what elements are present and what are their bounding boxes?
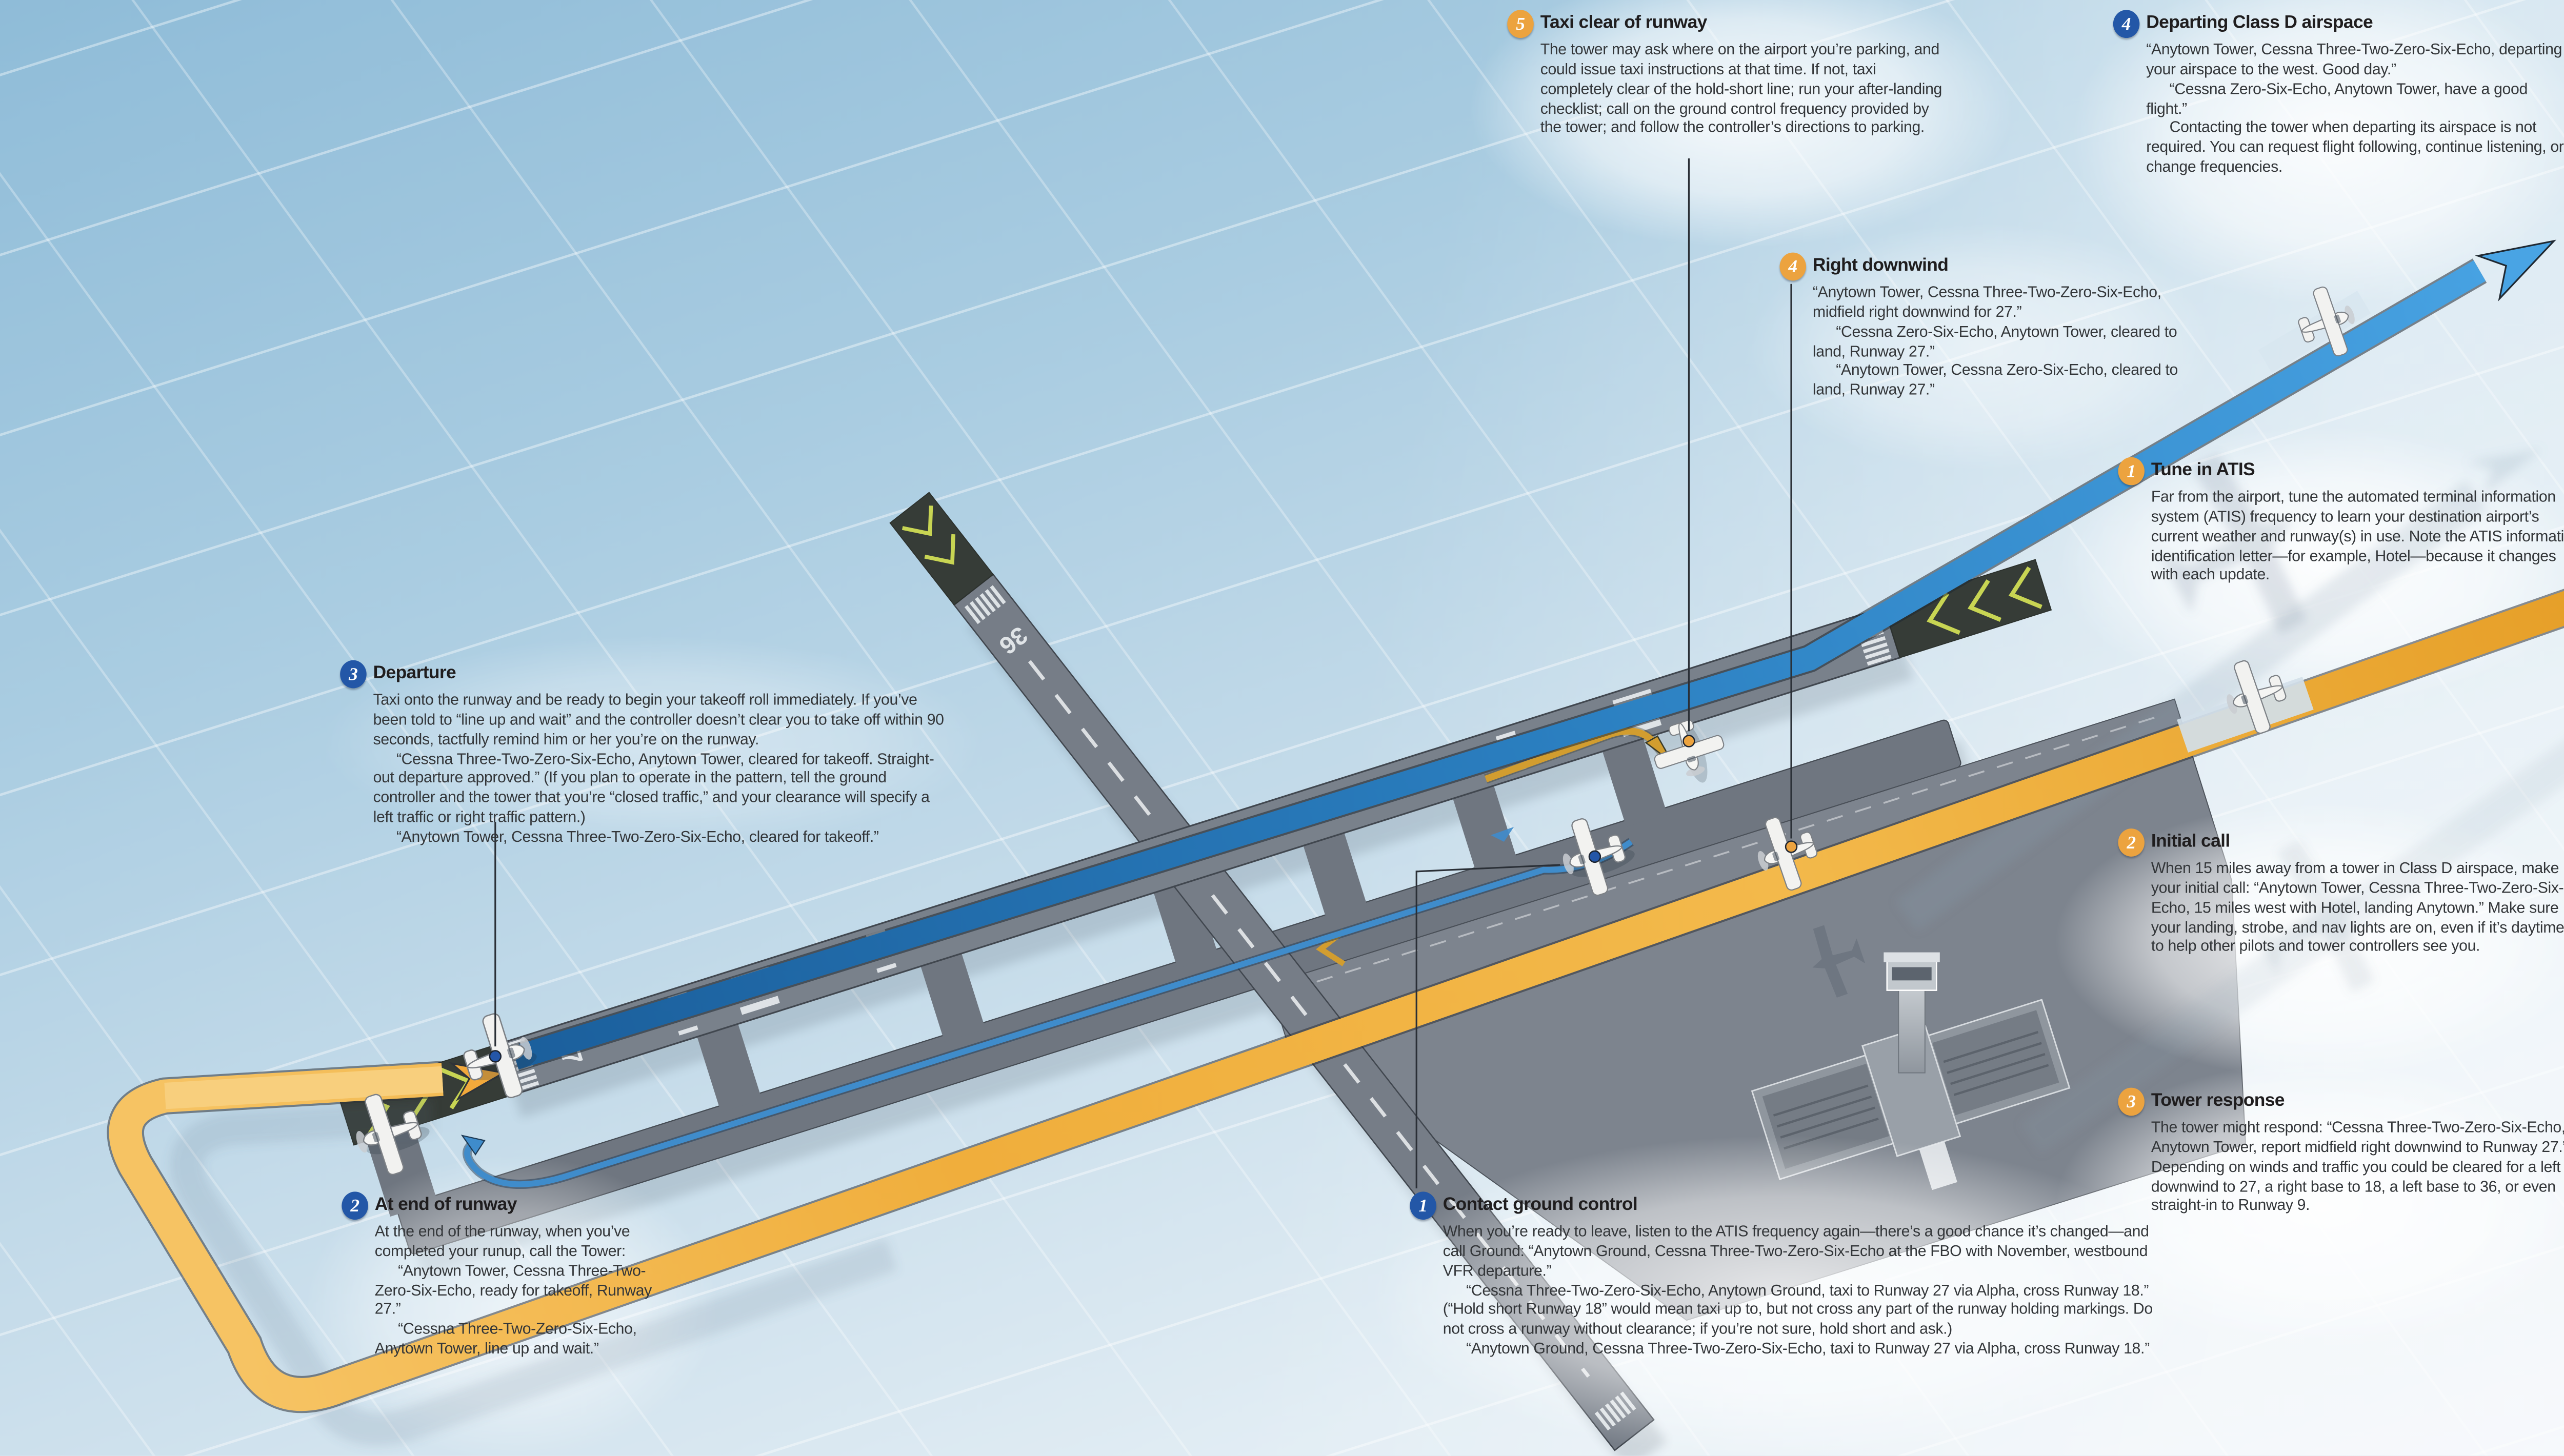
callout-end-runway: 2 At end of runway At the end of the runwa… — [342, 1191, 675, 1358]
callout-paragraph: “Anytown Ground, Cessna Three-Two-Zero-S… — [1466, 1339, 2150, 1357]
step-badge-ground-control: 1 — [1410, 1191, 1436, 1220]
callout-title: Right downwind — [1812, 256, 1949, 276]
callout-paragraph: When 15 miles away from a tower in Class… — [2151, 858, 2564, 955]
callout-lines — [494, 158, 1792, 1188]
callout-body: When you’re ready to leave, listen to th… — [1443, 1221, 2153, 1358]
callout-paragraph: “Anytown Tower, Cessna Three-Two-Zero-Si… — [396, 826, 879, 845]
callout-paragraph: “Cessna Zero-Six-Echo, Anytown Tower, cl… — [1812, 321, 2177, 359]
callout-paragraph: The tower might respond: “Cessna Three-T… — [2151, 1117, 2564, 1214]
step-badge-end-runway: 2 — [342, 1191, 368, 1220]
control-tower-building — [1751, 952, 2071, 1190]
callout-title: Contact ground control — [1443, 1195, 1638, 1215]
callout-paragraph: Taxi onto the runway and be ready to beg… — [373, 690, 944, 747]
callout-paragraph: At the end of the runway, when you’ve co… — [374, 1221, 630, 1259]
text-washes — [305, 0, 2564, 1456]
step-badge-tower-response: 3 — [2118, 1087, 2145, 1116]
callout-paragraph: “Anytown Tower, Cessna Three-Two-Zero-Si… — [2146, 39, 2562, 77]
callout-paragraph: “Cessna Three-Two-Zero-Six-Echo, Anytown… — [374, 1319, 637, 1357]
callout-title: Initial call — [2151, 832, 2230, 852]
step-badge-tune-atis: 1 — [2118, 457, 2145, 486]
step-badge-right-downwind: 4 — [1779, 252, 1807, 281]
step-number: 3 — [349, 664, 358, 684]
callout-title: Tower response — [2151, 1091, 2285, 1111]
callout-body: The tower may ask where on the airport y… — [1540, 39, 1945, 137]
tower-shaft — [1898, 986, 1926, 1074]
callout-paragraph: “Anytown Tower, Cessna Three-Two-Zero-Si… — [1812, 282, 2161, 320]
departure-path-arrow — [511, 239, 2557, 1071]
callout-body: When 15 miles away from a tower in Class… — [2151, 858, 2564, 956]
callout-paragraph: Contacting the tower when departing its … — [2146, 117, 2564, 175]
callout-title: At end of runway — [374, 1195, 517, 1215]
callout-body: “Anytown Tower, Cessna Three-Two-Zero-Si… — [2146, 39, 2564, 176]
displaced-threshold-chevrons — [902, 505, 956, 565]
step-number: 4 — [1788, 256, 1798, 277]
callout-paragraph: “Cessna Three-Two-Zero-Six-Echo, Anytown… — [1443, 1280, 2153, 1338]
step-badge-departing-d: 4 — [2113, 10, 2140, 38]
runway-36-chevron-pad — [889, 492, 994, 606]
arrival-path-arrow — [107, 589, 2564, 1413]
callout-paragraph: “Anytown Tower, Cessna Three-Two-Zero-Si… — [374, 1260, 652, 1318]
callout-title: Tune in ATIS — [2151, 460, 2255, 480]
callout-paragraph: “Anytown Tower, Cessna Zero-Six-Echo, cl… — [1812, 360, 2178, 398]
callout-paragraph: “Cessna Three-Two-Zero-Six-Echo, Anytown… — [373, 749, 934, 825]
callout-title: Departure — [373, 663, 456, 683]
step-badge-initial-call: 2 — [2118, 828, 2145, 857]
step-number: 4 — [2121, 14, 2131, 34]
step-number: 3 — [2127, 1091, 2136, 1112]
step-badge-departure: 3 — [340, 660, 367, 689]
callout-title: Departing Class D airspace — [2146, 13, 2373, 33]
step-number: 5 — [1516, 14, 1525, 34]
callout-title: Taxi clear of runway — [1540, 13, 1708, 33]
callout-line-ground-control — [1415, 864, 1560, 1188]
callout-paragraph: When you’re ready to leave, listen to th… — [1443, 1221, 2149, 1279]
callout-right-downwind: 4 Right downwind “Anytown Tower, Cessna Th… — [1779, 252, 2199, 400]
step-number: 1 — [2127, 461, 2136, 481]
callout-paragraph: Far from the airport, tune the automated… — [2151, 487, 2564, 583]
step-badge-taxi-clear: 5 — [1507, 10, 1534, 38]
callout-paragraph: “Cessna Zero-Six-Echo, Anytown Tower, ha… — [2146, 78, 2528, 117]
callout-body: The tower might respond: “Cessna Three-T… — [2151, 1118, 2564, 1216]
callout-paragraph: The tower may ask where on the airport y… — [1540, 39, 1942, 136]
callout-departing-d: 4 Departing Class D airspace “Anytown Towe… — [2113, 10, 2564, 176]
callout-body: Taxi onto the runway and be ready to beg… — [373, 690, 951, 846]
step-number: 2 — [350, 1196, 360, 1216]
callout-body: At the end of the runway, when you’ve co… — [375, 1221, 675, 1358]
callout-dots — [489, 735, 1798, 1063]
step-number: 1 — [1418, 1196, 1428, 1216]
callout-body: “Anytown Tower, Cessna Three-Two-Zero-Si… — [1813, 282, 2199, 400]
step-number: 2 — [2127, 833, 2136, 853]
callout-body: Far from the airport, tune the automated… — [2151, 487, 2564, 585]
callout-tune-atis: 1 Tune in ATIS Far from the airport, tune … — [2118, 457, 2564, 585]
